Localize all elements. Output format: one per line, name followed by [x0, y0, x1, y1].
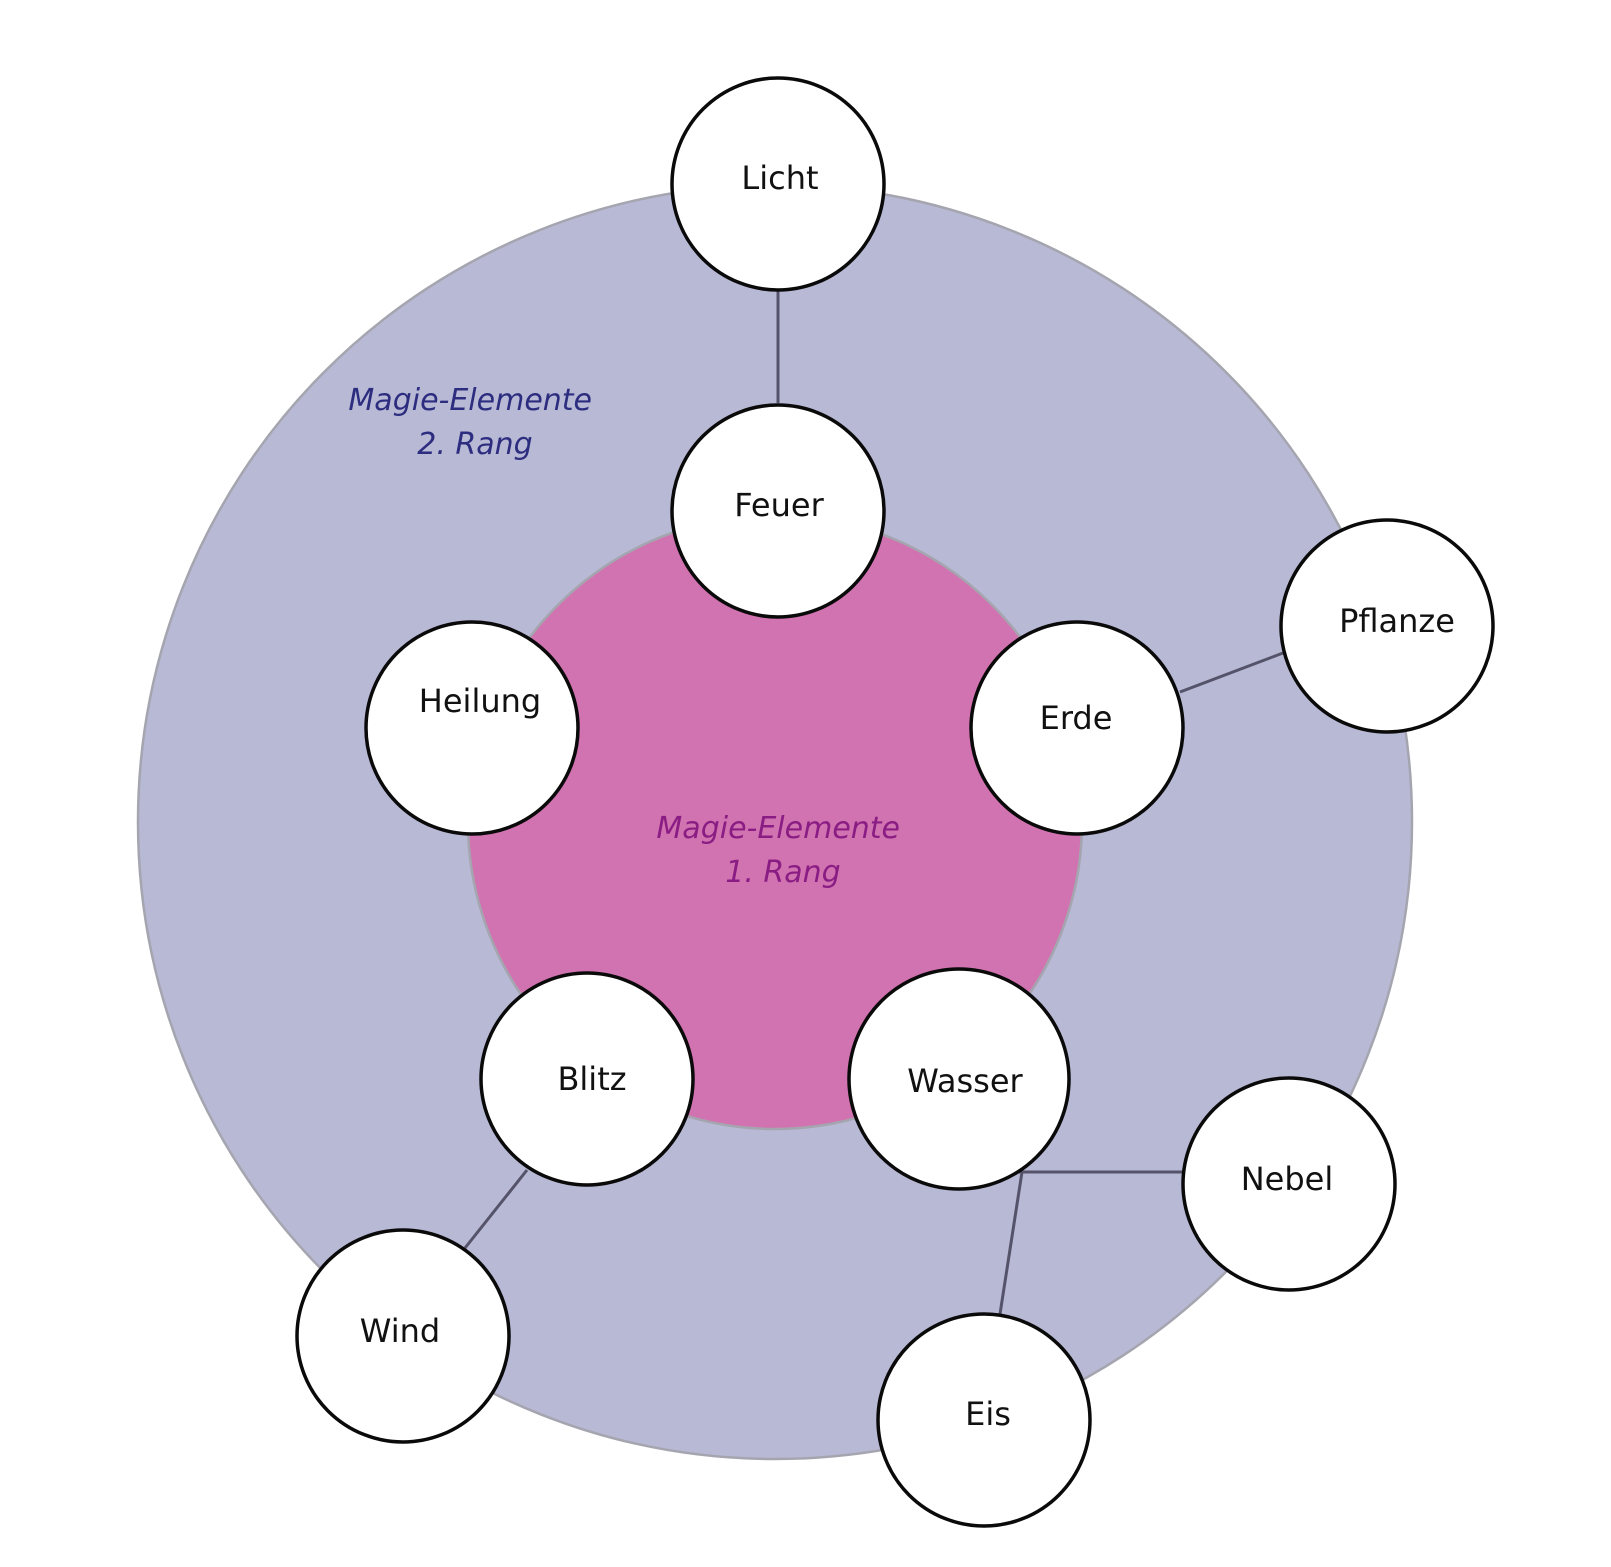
node-circle [670, 76, 886, 292]
node-circle [1181, 1076, 1397, 1292]
node-label: Erde [1040, 699, 1113, 737]
node-circle [670, 403, 886, 619]
node-licht: Licht [670, 76, 886, 292]
node-label: Nebel [1241, 1160, 1334, 1198]
rank1-label-line2: 1. Rang [725, 855, 840, 890]
connector-blitz-wind [463, 1169, 529, 1249]
node-blitz: Blitz [479, 971, 695, 1187]
node-circle [364, 620, 580, 836]
node-label: Blitz [557, 1060, 626, 1098]
node-nebel: Nebel [1181, 1076, 1397, 1292]
node-circle [876, 1312, 1092, 1528]
rank2-zone-label: Magie-Elemente 2. Rang [348, 383, 601, 462]
node-label: Feuer [734, 486, 824, 524]
node-label: Wasser [907, 1062, 1023, 1100]
connector-erde-pflanze [1179, 651, 1284, 694]
node-pflanze: Pflanze [1279, 518, 1495, 734]
rank1-zone-label: Magie-Elemente 1. Rang [656, 811, 909, 890]
node-circle [847, 967, 1071, 1191]
node-label: Wind [360, 1312, 440, 1350]
rank1-label-line1: Magie-Elemente [656, 811, 900, 846]
rank2-label-line2: 2. Rang [417, 427, 532, 462]
node-circle [969, 620, 1185, 836]
node-erde: Erde [969, 620, 1185, 836]
node-circle [295, 1228, 511, 1444]
node-label: Pflanze [1339, 602, 1455, 640]
node-wasser: Wasser [847, 967, 1071, 1191]
node-label: Licht [741, 159, 818, 197]
node-wind: Wind [295, 1228, 511, 1444]
connector-wasser-eis [998, 1171, 1024, 1315]
node-eis: Eis [876, 1312, 1092, 1528]
rank2-label-line1: Magie-Elemente [348, 383, 592, 418]
node-circle [1279, 518, 1495, 734]
node-feuer: Feuer [670, 403, 886, 619]
connectors [463, 290, 1284, 1315]
node-label: Heilung [419, 682, 541, 720]
node-label: Eis [965, 1395, 1011, 1433]
node-heilung: Heilung [364, 620, 580, 836]
node-circle [479, 971, 695, 1187]
